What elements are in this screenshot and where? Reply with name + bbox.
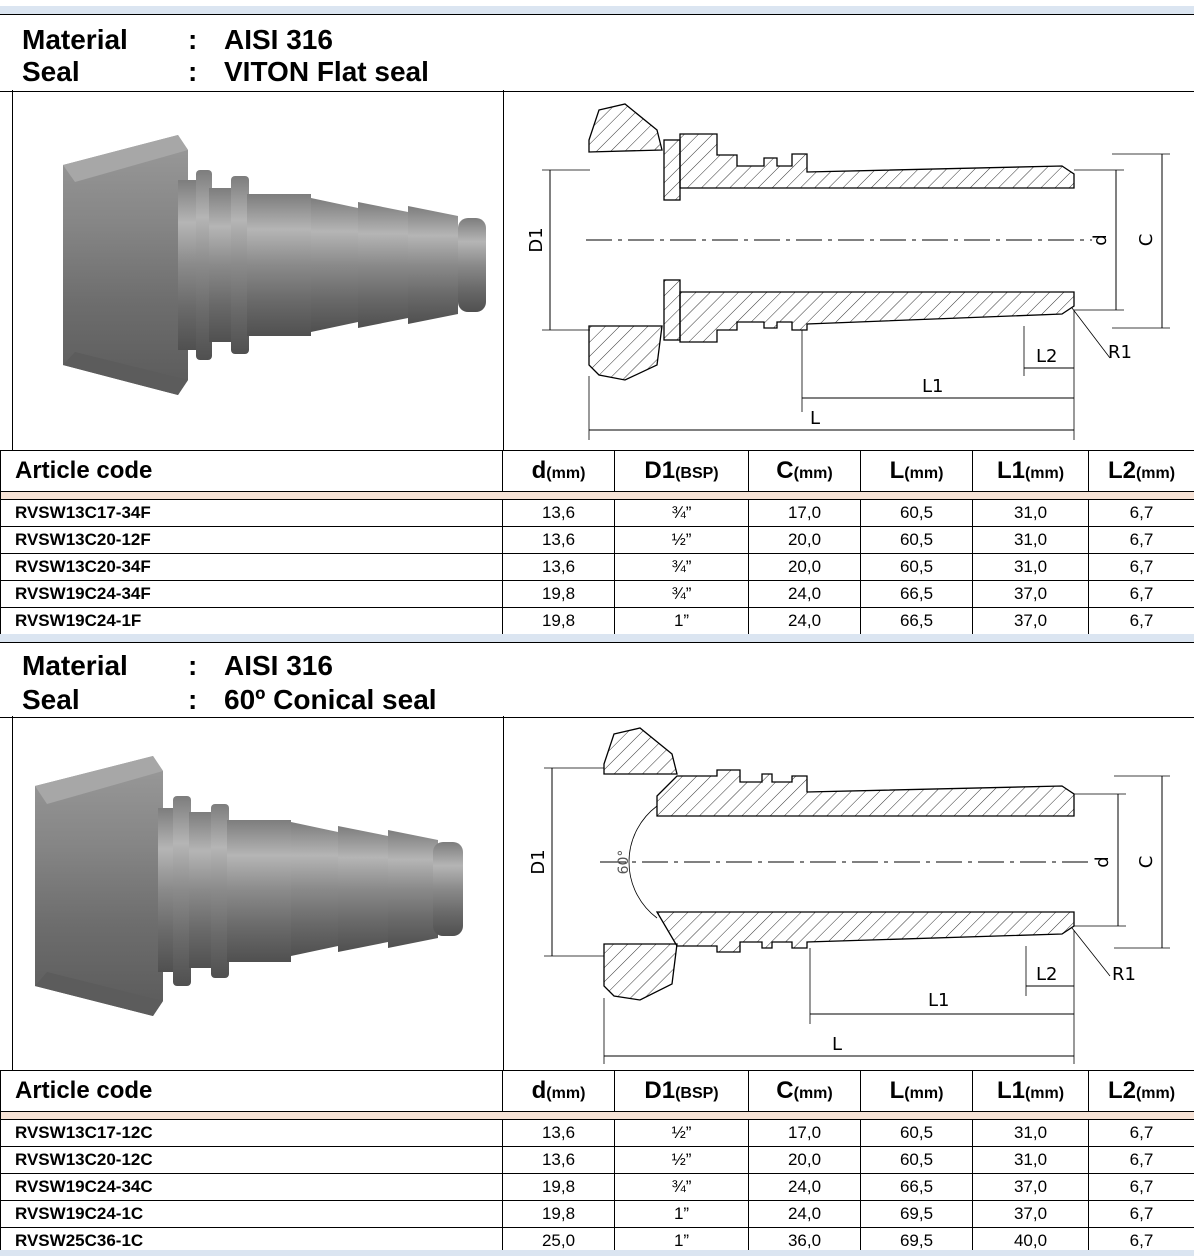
seal-line: Seal:VITON Flat seal (22, 56, 429, 87)
article-table: Article code d(mm) D1(BSP) C(mm) L(mm) L… (0, 450, 1194, 635)
label-angle: 60° (616, 850, 632, 875)
label-l2: L2 (1036, 964, 1057, 985)
product-photo-box (12, 716, 504, 1070)
seal-key: Seal (22, 56, 80, 87)
hose-fitting-photo (63, 135, 486, 395)
seal-key: Seal (22, 684, 80, 715)
col-d: d(mm) (502, 450, 615, 492)
product-photo-box (12, 90, 504, 450)
col-article-code: Article code (0, 450, 503, 492)
article-table: Article code d(mm) D1(BSP) C(mm) L(mm) L… (0, 1070, 1194, 1255)
col-d: d(mm) (502, 1070, 615, 1112)
material-line: Material:AISI 316 (22, 24, 333, 55)
table-header: Article code d(mm) D1(BSP) C(mm) L(mm) L… (0, 450, 1194, 492)
technical-drawing: D1 d C L2 R1 L1 L (502, 90, 1194, 450)
conical-seal-section-drawing: 60° D1 d C L2 R1 L1 L (528, 727, 1170, 1064)
material-value: AISI 316 (224, 650, 333, 681)
seal-line: Seal:60º Conical seal (22, 684, 437, 715)
label-c: C (1136, 234, 1157, 247)
material-value: AISI 316 (224, 24, 333, 55)
label-l1: L1 (922, 376, 943, 397)
seal-value: 60º Conical seal (224, 684, 437, 715)
label-l2: L2 (1036, 346, 1057, 367)
label-r1: R1 (1112, 964, 1136, 985)
col-c: C(mm) (748, 1070, 861, 1112)
col-article-code: Article code (0, 1070, 503, 1112)
col-l2: L2(mm) (1088, 1070, 1194, 1112)
technical-drawing: 60° D1 d C L2 R1 L1 L (502, 716, 1194, 1070)
flat-seal-section-drawing: D1 d C L2 R1 L1 L (526, 103, 1170, 440)
hose-fitting-photo (35, 756, 463, 1016)
section-bottom-band (0, 1250, 1194, 1256)
col-l2: L2(mm) (1088, 450, 1194, 492)
label-r1: R1 (1108, 342, 1132, 363)
label-l1: L1 (928, 990, 949, 1011)
material-line: Material:AISI 316 (22, 650, 333, 681)
col-d1: D1(BSP) (614, 450, 749, 492)
section-top-band (0, 6, 1194, 14)
col-c: C(mm) (748, 450, 861, 492)
label-l: L (810, 408, 820, 429)
label-d: d (1092, 856, 1113, 867)
label-d1: D1 (526, 227, 547, 252)
col-l1: L1(mm) (972, 450, 1089, 492)
label-d1: D1 (528, 849, 549, 874)
material-key: Material (22, 24, 128, 55)
section-header (0, 14, 1194, 92)
label-c: C (1136, 856, 1157, 869)
col-d1: D1(BSP) (614, 1070, 749, 1112)
col-l1: L1(mm) (972, 1070, 1089, 1112)
section-top-band (0, 634, 1194, 642)
seal-value: VITON Flat seal (224, 56, 429, 87)
col-l: L(mm) (860, 1070, 973, 1112)
label-l: L (832, 1034, 842, 1055)
label-d: d (1090, 234, 1111, 245)
col-l: L(mm) (860, 450, 973, 492)
table-header: Article code d(mm) D1(BSP) C(mm) L(mm) L… (0, 1070, 1194, 1112)
material-key: Material (22, 650, 128, 681)
section-header (0, 642, 1194, 718)
